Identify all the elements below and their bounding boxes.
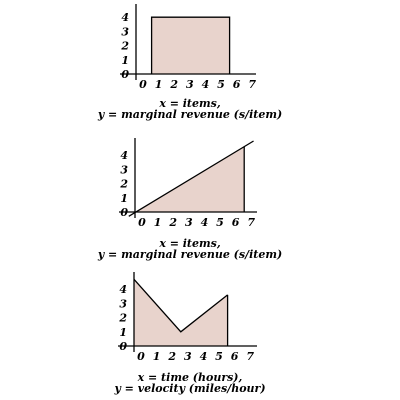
- chart-caption-line: y = velocity (miles/hour): [113, 382, 265, 395]
- y-tick-label: 3: [120, 163, 128, 176]
- x-tick-label: 0: [138, 216, 146, 229]
- y-tick-label: 4: [120, 149, 128, 162]
- y-tick-label: 1: [119, 326, 127, 339]
- y-tick-label: 0: [121, 68, 129, 81]
- x-tick-label: 7: [248, 78, 256, 91]
- x-tick-label: 1: [155, 78, 163, 91]
- x-tick-label: 5: [216, 216, 224, 229]
- y-tick-label: 0: [120, 206, 128, 219]
- x-tick-label: 2: [168, 216, 177, 229]
- x-tick-label: 2: [169, 78, 178, 91]
- y-tick-label: 2: [118, 312, 127, 325]
- x-tick-label: 3: [184, 350, 192, 363]
- fill-region: [151, 17, 230, 74]
- x-tick-label: 4: [201, 216, 209, 229]
- y-tick-label: 1: [121, 54, 129, 67]
- y-tick-label: 3: [119, 297, 127, 310]
- chart-caption-line: x = time (hours),: [137, 371, 243, 384]
- x-tick-label: 0: [137, 350, 145, 363]
- x-tick-label: 5: [217, 78, 225, 91]
- x-tick-label: 6: [231, 350, 239, 363]
- x-tick-label: 5: [215, 350, 223, 363]
- x-tick-label: 4: [200, 350, 208, 363]
- chart-caption-line: x = items,: [158, 97, 221, 110]
- y-tick-label: 1: [120, 192, 128, 205]
- data-line: [133, 278, 229, 333]
- x-tick-label: 1: [154, 216, 162, 229]
- chart-caption-line: x = items,: [158, 237, 221, 250]
- y-tick-label: 2: [119, 178, 128, 191]
- x-tick-label: 6: [233, 78, 241, 91]
- x-tick-label: 3: [186, 78, 194, 91]
- y-tick-label: 3: [121, 25, 129, 38]
- x-tick-label: 4: [202, 78, 210, 91]
- chart-caption-line: y = marginal revenue (s/item): [97, 108, 282, 121]
- chart-caption-line: y = marginal revenue (s/item): [97, 248, 282, 261]
- x-tick-label: 1: [153, 350, 161, 363]
- y-tick-label: 2: [120, 40, 129, 53]
- x-tick-label: 2: [167, 350, 176, 363]
- x-tick-label: 3: [185, 216, 193, 229]
- data-line: [150, 16, 231, 74]
- y-tick-label: 0: [119, 340, 127, 353]
- y-tick-label: 4: [121, 11, 129, 24]
- x-tick-label: 0: [139, 78, 147, 91]
- x-tick-label: 7: [246, 350, 254, 363]
- y-tick-label: 4: [119, 283, 127, 296]
- data-line: [128, 140, 254, 217]
- x-tick-label: 7: [247, 216, 255, 229]
- x-tick-label: 6: [232, 216, 240, 229]
- fill-region: [134, 279, 228, 346]
